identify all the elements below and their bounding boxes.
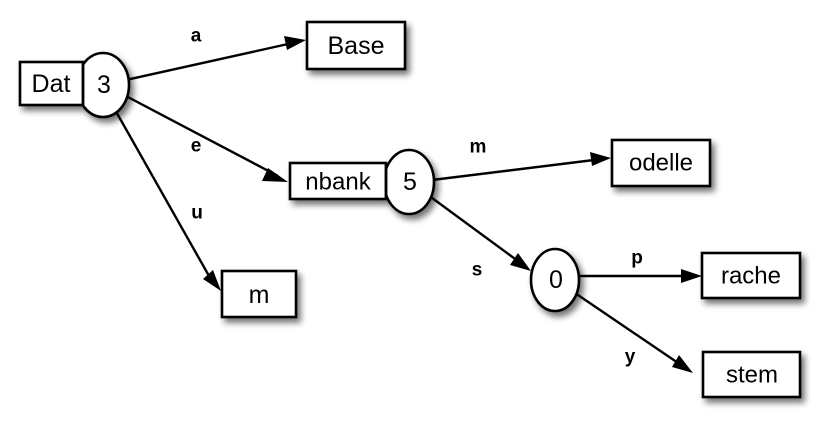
- edge-dat3-nbank5: [123, 93, 288, 182]
- arrow-head-m: [590, 152, 611, 166]
- node-odelle[interactable]: odelle: [610, 138, 712, 188]
- node-base[interactable]: Base: [305, 20, 407, 71]
- node-zero-ellipse[interactable]: [529, 247, 581, 313]
- arrow-head-y: [672, 355, 693, 373]
- edge-dat3-base: [125, 36, 306, 82]
- node-m[interactable]: m: [220, 269, 298, 319]
- node-stem[interactable]: stem: [701, 350, 802, 399]
- edge-label-y: y: [625, 347, 636, 368]
- node-dat3-rect[interactable]: [18, 60, 85, 107]
- edge-nbank5-odelle: [431, 152, 611, 182]
- edge-line-y: [574, 292, 685, 368]
- edge-line-s: [427, 194, 523, 265]
- node-nbank5-ellipse-label: 5: [403, 168, 417, 196]
- arrow-head-s: [510, 253, 531, 271]
- node-m-rect[interactable]: [220, 269, 298, 319]
- node-base-rect[interactable]: [305, 20, 407, 71]
- node-odelle-label: odelle: [629, 150, 693, 177]
- node-rache[interactable]: rache: [700, 251, 802, 300]
- edge-zero-rache: [578, 269, 702, 283]
- node-base-label: Base: [328, 32, 385, 60]
- edge-label-u: u: [191, 203, 203, 224]
- node-dat3[interactable]: Dat 3: [18, 51, 131, 119]
- edge-line-a: [125, 40, 298, 82]
- node-zero-label: 0: [549, 266, 563, 294]
- node-odelle-rect[interactable]: [610, 138, 712, 188]
- node-rache-rect[interactable]: [700, 251, 802, 300]
- arrow-head-e: [262, 168, 288, 182]
- edge-label-s: s: [472, 260, 483, 281]
- edge-line-m: [431, 157, 603, 182]
- arrow-head-u: [203, 270, 221, 291]
- edges-layer: [112, 36, 702, 373]
- node-nbank5-rect-label: nbank: [305, 169, 371, 196]
- arrow-head-a: [284, 36, 306, 50]
- edge-zero-stem: [574, 292, 693, 373]
- edge-label-p: p: [631, 248, 643, 269]
- edge-line-e: [123, 93, 279, 178]
- node-nbank5[interactable]: nbank 5: [288, 148, 436, 216]
- node-stem-rect[interactable]: [701, 350, 802, 399]
- edge-dat3-m: [112, 107, 221, 291]
- node-dat3-rect-label: Dat: [32, 70, 71, 98]
- edge-label-e: e: [191, 136, 202, 157]
- node-dat3-ellipse-label: 3: [97, 71, 111, 99]
- arrow-head-p: [681, 269, 702, 283]
- edge-labels-layer: a e u m s p y: [191, 26, 643, 368]
- node-rache-label: rache: [721, 263, 781, 290]
- edge-label-a: a: [191, 26, 202, 47]
- edge-line-u: [112, 107, 215, 284]
- node-stem-label: stem: [726, 362, 778, 389]
- edge-label-m: m: [470, 137, 487, 158]
- node-zero[interactable]: 0: [529, 247, 581, 313]
- node-nbank5-rect[interactable]: [288, 161, 388, 201]
- edge-nbank5-zero: [427, 194, 531, 271]
- node-m-label: m: [249, 281, 270, 309]
